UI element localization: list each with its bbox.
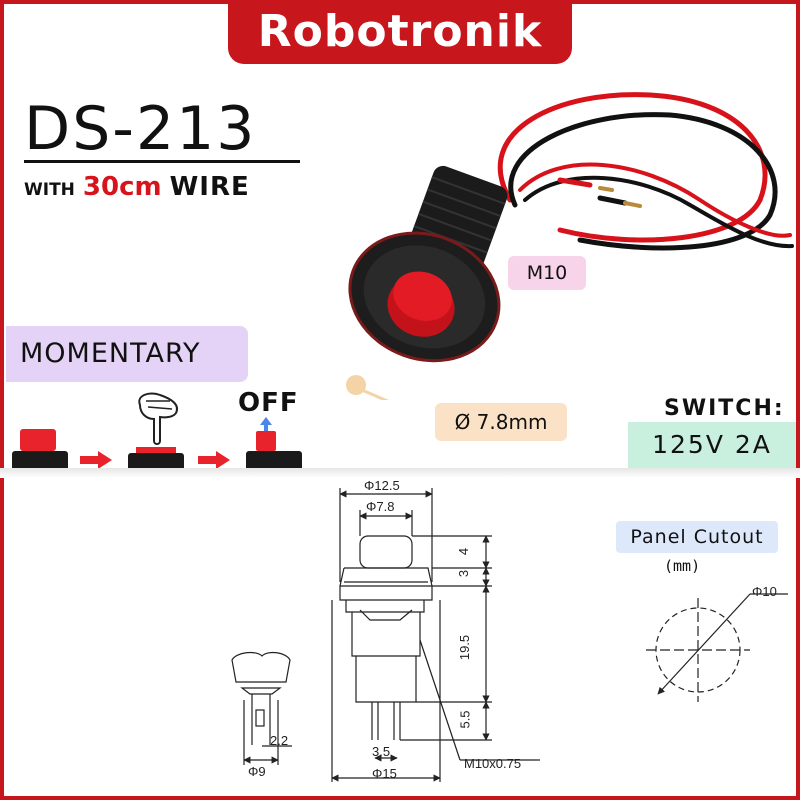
dim-body-diameter: Φ15: [372, 766, 397, 781]
button-rest-icon: [12, 429, 68, 471]
button-release-icon: [246, 417, 302, 471]
section-divider: [0, 468, 800, 478]
dim-cutout-diameter: Φ10: [752, 584, 777, 599]
thread-label: M10: [508, 256, 586, 290]
technical-drawing: [231, 488, 788, 782]
arrow-right-icon: [80, 451, 112, 469]
pressed-hand-icon: [128, 392, 184, 471]
dim-body-height: 19.5: [457, 634, 473, 661]
wire-suffix: WIRE: [169, 172, 250, 202]
arrow-right-icon: [198, 451, 230, 469]
unit-label: (mm): [664, 557, 701, 575]
panel-cutout-label: Panel Cutout: [616, 521, 778, 553]
wire-prefix: WITH: [24, 180, 75, 200]
momentary-sequence: [12, 392, 302, 471]
wire-length: 30cm: [82, 172, 162, 202]
dim-pin-pitch: 3.5: [372, 744, 391, 759]
dim-pin-detail-width: 2.2: [270, 733, 289, 748]
off-label: OFF: [238, 388, 299, 418]
brand-logo: Robotronik: [228, 0, 572, 64]
dim-cap-height: 4: [456, 547, 472, 556]
momentary-label: MOMENTARY: [6, 326, 248, 382]
switch-label: SWITCH:: [664, 396, 785, 421]
model-title: DS-213: [24, 94, 257, 164]
dim-outer-diameter: Φ12.5: [364, 478, 400, 493]
dim-collar-height: 3: [456, 569, 472, 578]
title-underline: [24, 160, 300, 163]
switch-photo: [346, 92, 794, 400]
dim-pin-height: 5.5: [457, 710, 473, 729]
dim-pin-detail-diameter: Φ9: [248, 764, 266, 779]
diameter-label: Ø 7.8mm: [435, 403, 567, 441]
rating-badge: 125V 2A: [628, 422, 796, 468]
dim-thread-spec: M10x0.75: [464, 756, 522, 771]
dim-cap-diameter: Φ7.8: [366, 499, 395, 514]
